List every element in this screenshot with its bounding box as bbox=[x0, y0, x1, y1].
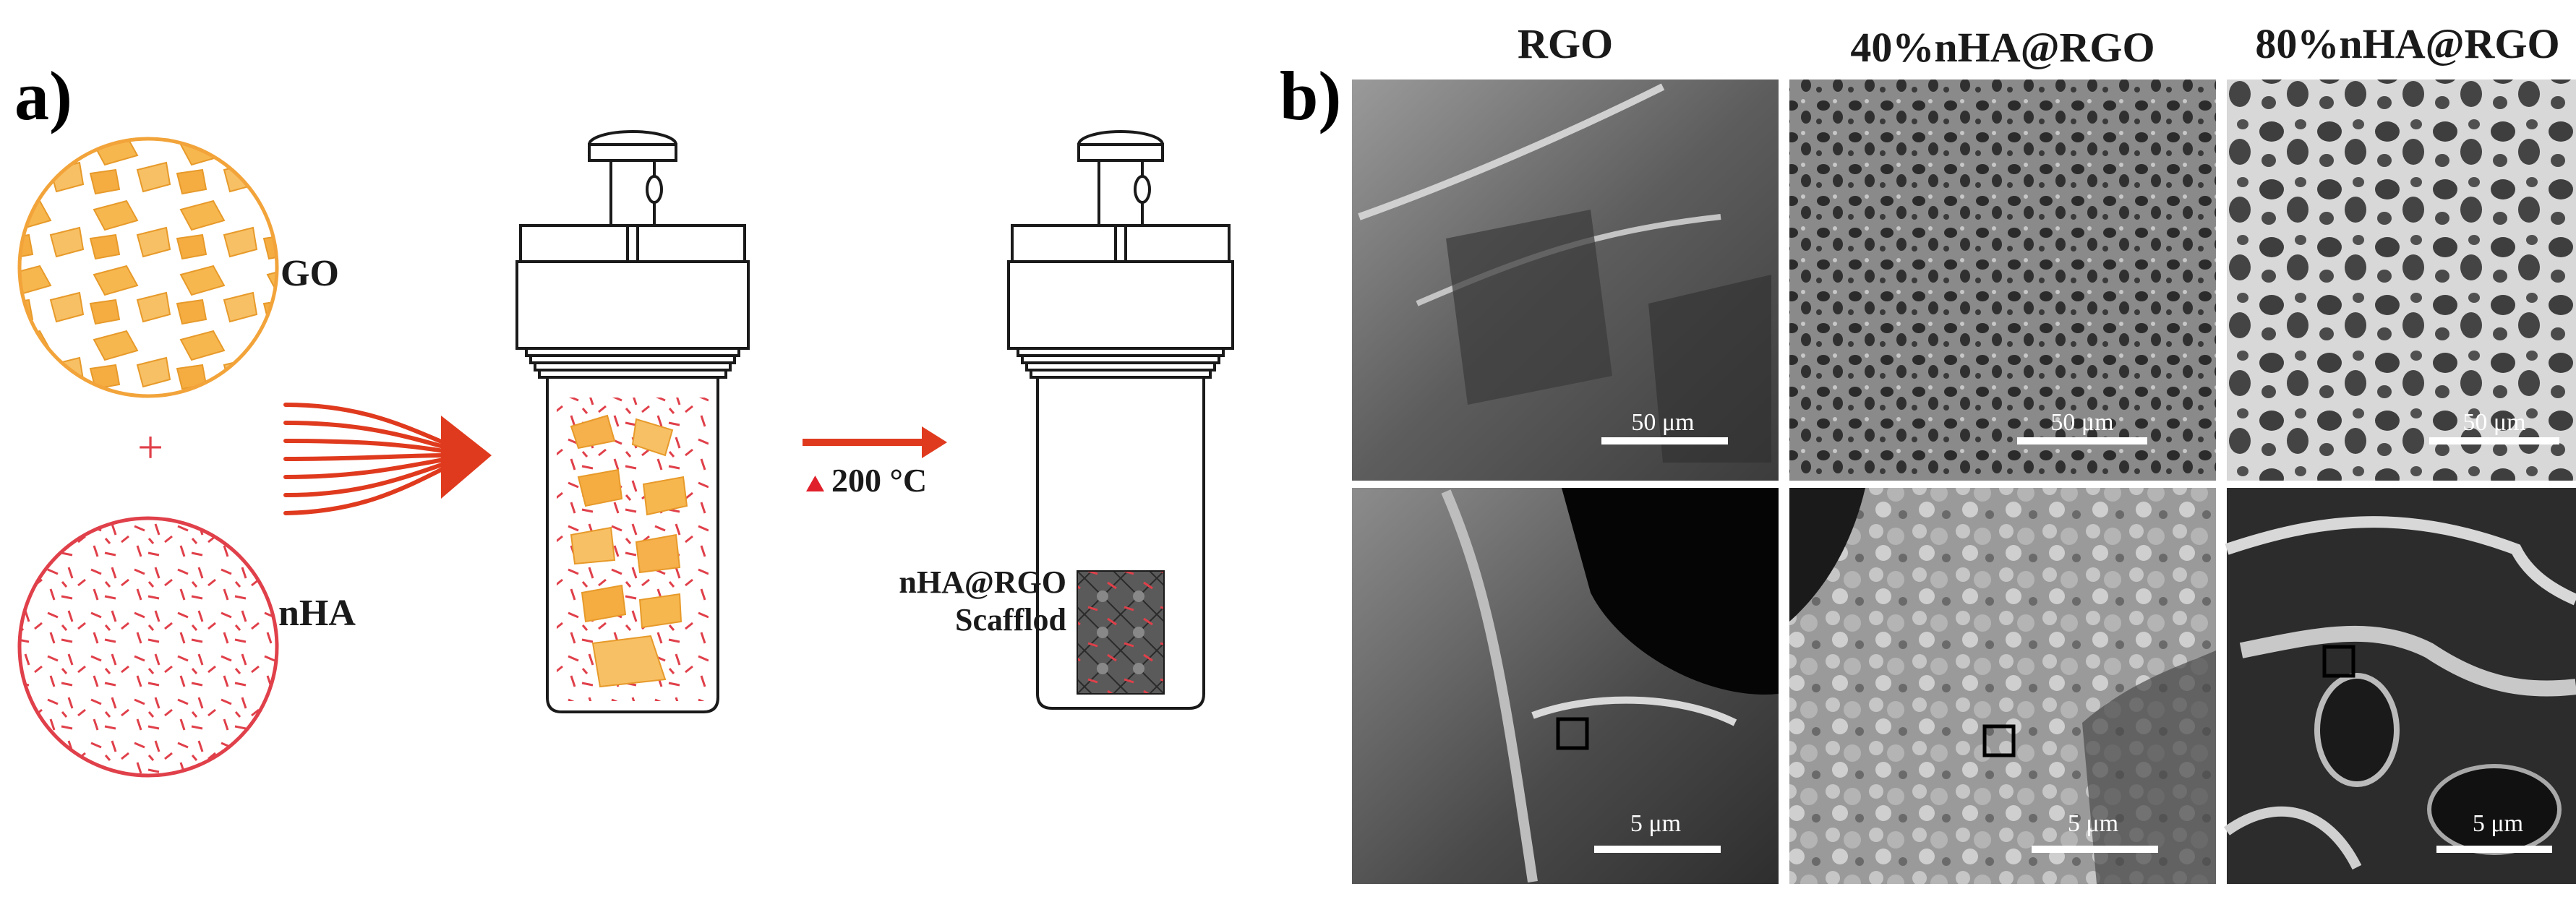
sem-80-bottom bbox=[2223, 488, 2576, 884]
product-label-line1: nHA@RGO bbox=[899, 564, 1066, 600]
sem-80-top bbox=[2227, 80, 2576, 481]
process-arrow bbox=[803, 426, 947, 458]
column-title-rgo: RGO bbox=[1518, 20, 1613, 67]
sem-rgo-top bbox=[1352, 80, 1779, 481]
plus-sign: + bbox=[137, 421, 163, 473]
temperature-label: 200 °C bbox=[831, 462, 927, 499]
heat-triangle-icon bbox=[806, 476, 824, 491]
column-title-40: 40%nHA@RGO bbox=[1850, 24, 2154, 71]
scale-40-top: 50 μm bbox=[2050, 409, 2113, 436]
scale-rgo-top: 50 μm bbox=[1631, 409, 1694, 436]
scale-80-bottom: 5 μm bbox=[2473, 810, 2523, 837]
product-label-line2: Scafflod bbox=[955, 602, 1066, 637]
scale-40-bottom: 5 μm bbox=[2068, 810, 2118, 837]
merge-arrow-head bbox=[441, 416, 492, 499]
go-label: GO bbox=[281, 253, 339, 294]
rgo-scaffold bbox=[1077, 570, 1165, 695]
merge-arrow bbox=[283, 403, 450, 515]
autoclave-1-contents bbox=[557, 398, 709, 701]
sem-40-top bbox=[1789, 80, 2216, 481]
panel-a-label: a) bbox=[14, 57, 72, 134]
scale-80-top: 50 μm bbox=[2462, 409, 2525, 436]
panel-b: b) RGO 40%nHA@RGO 80%nHA@RGO 50 μm 5 μm bbox=[1280, 20, 2576, 884]
panel-b-label: b) bbox=[1280, 57, 1341, 134]
sem-40-bottom bbox=[1789, 488, 2216, 884]
sem-rgo-bottom bbox=[1352, 488, 1779, 884]
go-circle bbox=[17, 137, 279, 398]
nha-circle bbox=[17, 516, 279, 778]
column-title-80: 80%nHA@RGO bbox=[2255, 20, 2559, 67]
scale-rgo-bottom: 5 μm bbox=[1630, 810, 1681, 837]
nha-label: nHA bbox=[278, 593, 356, 634]
panel-a: a) GO + nHA bbox=[14, 57, 1234, 778]
